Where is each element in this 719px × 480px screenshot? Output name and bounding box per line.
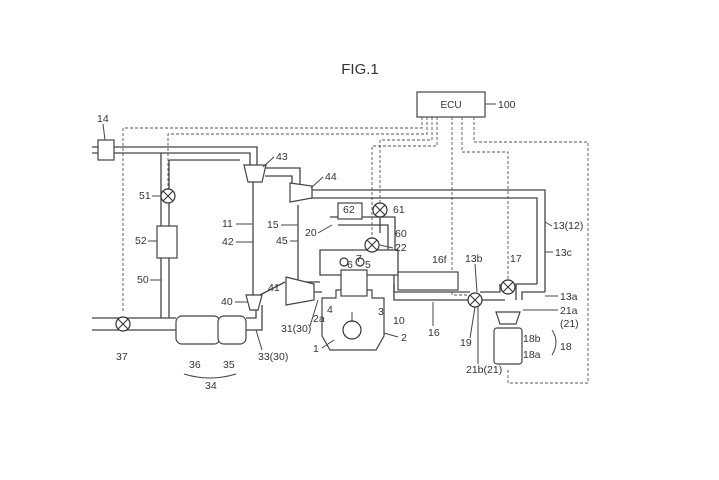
label-36: 36	[189, 359, 201, 371]
label-60: 60	[395, 228, 407, 240]
label-51: 51	[139, 190, 151, 202]
signal-to-sensor-18	[473, 117, 589, 384]
label-42: 42	[222, 236, 234, 248]
compressor-44	[289, 182, 313, 203]
valve-17-icon	[500, 279, 516, 295]
label-18: 18	[560, 341, 572, 353]
signal-to-valve-17	[461, 117, 509, 280]
figure-title: FIG.1	[341, 61, 379, 78]
egr-pipe-20	[330, 216, 396, 250]
signal-to-valve-19	[451, 117, 468, 296]
label-21a: 21a	[560, 305, 578, 317]
label-61: 61	[393, 204, 405, 216]
signal-to-valve-51	[167, 117, 428, 190]
label-100: 100	[498, 99, 516, 111]
brace-18	[551, 329, 557, 356]
label-5: 5	[365, 259, 371, 271]
label-37: 37	[116, 351, 128, 363]
signal-to-valve-37	[122, 117, 423, 312]
sensor-18a	[493, 327, 523, 365]
pipe-16-lower	[393, 284, 470, 301]
label-34: 34	[205, 380, 217, 392]
label-14: 14	[97, 113, 109, 125]
label-21a-paren: (21)	[560, 318, 579, 330]
egr-cooler-52	[156, 225, 178, 259]
valve-51-icon	[160, 188, 176, 204]
label-1: 1	[313, 343, 319, 355]
label-45: 45	[276, 235, 288, 247]
label-4: 4	[327, 304, 333, 316]
turbine-41	[285, 276, 315, 306]
label-10: 10	[393, 315, 405, 327]
valve-19-icon	[467, 292, 483, 308]
label-50: 50	[137, 274, 149, 286]
label-17: 17	[510, 253, 522, 265]
signal-to-valve-61	[379, 117, 433, 210]
label-2: 2	[401, 332, 407, 344]
label-20: 20	[305, 227, 317, 239]
label-18a: 18a	[523, 349, 541, 361]
valve-60-icon	[364, 237, 380, 253]
signal-to-valve-60	[371, 117, 438, 238]
label-13a: 13a	[560, 291, 578, 303]
label-31-30: 31(30)	[281, 323, 311, 335]
label-16f: 16f	[432, 254, 447, 266]
link-40-41	[257, 281, 286, 297]
intake-pipe-lower	[92, 152, 251, 165]
label-3: 3	[378, 306, 384, 318]
valve-61-icon	[372, 202, 388, 218]
label-44: 44	[325, 171, 337, 183]
label-43: 43	[276, 151, 288, 163]
label-2a: 2a	[313, 313, 325, 325]
ecu-label: ECU	[440, 100, 461, 111]
sensor-18b	[495, 311, 521, 325]
turbine-40	[245, 294, 263, 311]
ecu-box	[416, 91, 486, 118]
air-cleaner-14	[97, 139, 115, 161]
component-62	[337, 202, 363, 220]
label-15: 15	[267, 219, 279, 231]
label-13b: 13b	[465, 253, 483, 265]
pipe-13b	[480, 284, 505, 301]
label-16: 16	[428, 327, 440, 339]
label-18b: 18b	[523, 333, 541, 345]
label-7: 7	[356, 253, 362, 265]
label-52: 52	[135, 235, 147, 247]
label-33-30: 33(30)	[258, 351, 288, 363]
valve-37-icon	[115, 316, 131, 332]
label-35: 35	[223, 359, 235, 371]
label-11: 11	[222, 218, 233, 230]
signal-lines	[122, 117, 589, 384]
label-21b-21: 21b(21)	[466, 364, 502, 376]
filter-35	[217, 315, 247, 345]
label-62: 62	[343, 204, 355, 216]
engine-1	[321, 257, 385, 351]
label-40: 40	[221, 296, 233, 308]
label-13c: 13c	[555, 247, 572, 259]
intake-pipe-13-outer	[302, 189, 546, 292]
brace-34	[183, 373, 237, 379]
component-16f	[397, 271, 459, 291]
compressor-outlet-lower	[265, 175, 293, 185]
pipe-13a	[515, 283, 545, 300]
reference-labels: 14 43 44 51 11 15 62 61 13(12) 52 42 45 …	[97, 113, 583, 392]
label-13-12: 13(12)	[553, 220, 583, 232]
compressor-43	[243, 164, 267, 183]
label-19: 19	[460, 337, 472, 349]
label-41: 41	[268, 282, 280, 294]
compressor-outlet-upper	[265, 167, 301, 185]
label-22: 22	[395, 242, 407, 254]
intake-pipe-upper	[92, 146, 258, 165]
intake-pipe-13-inner	[310, 197, 538, 284]
label-6: 6	[347, 259, 353, 271]
catalyst-36	[175, 315, 221, 345]
